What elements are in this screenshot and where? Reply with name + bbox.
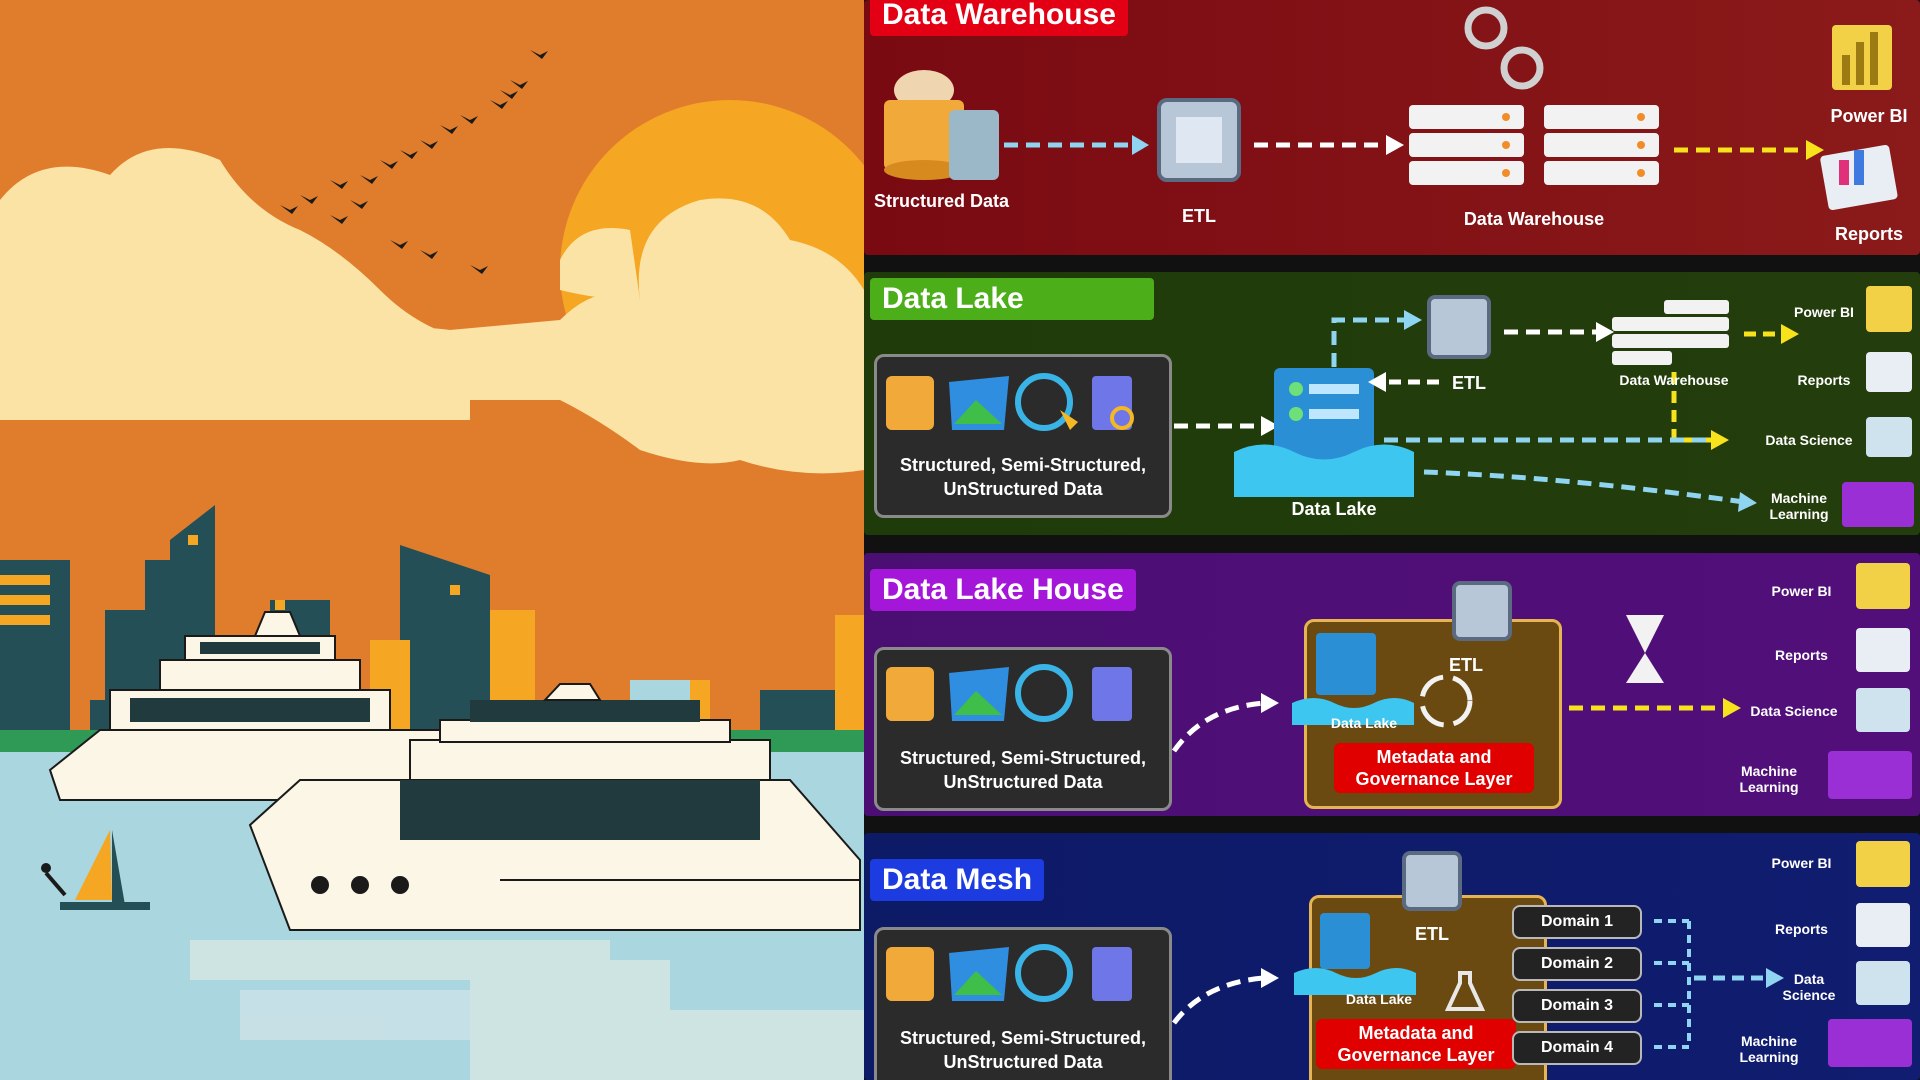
- data-architecture-infographic: Data Warehouse: [864, 0, 1920, 1080]
- machine-learning-icon: [1828, 1019, 1912, 1067]
- reports-label: Reports: [1834, 224, 1903, 244]
- document-icon: [1092, 376, 1134, 430]
- server-icon: [1612, 300, 1729, 365]
- panel-title: Data Warehouse: [870, 0, 1128, 36]
- image-icon: [949, 376, 1009, 430]
- etl-label: ETL: [1449, 655, 1483, 675]
- refresh-icon: [1419, 674, 1473, 728]
- report-icon: [1856, 903, 1910, 947]
- power-bi-label: Power BI: [1830, 106, 1908, 126]
- flask-icon: [1444, 971, 1486, 1011]
- chip-icon: [1427, 295, 1491, 359]
- etl-label: ETL: [1182, 206, 1216, 226]
- panel-title: Data Lake House: [870, 569, 1136, 611]
- data-lake-label: Data Lake: [1330, 715, 1398, 731]
- data-science-label: Data Science: [1782, 971, 1836, 1003]
- audio-icon: [1015, 944, 1073, 1002]
- gear-icon: [1464, 6, 1544, 90]
- metadata-governance-label: Metadata and Governance Layer: [1334, 743, 1534, 793]
- document-icon: [1092, 947, 1132, 1001]
- domain-connectors: [1654, 919, 1691, 1049]
- mesh-graphics: [886, 841, 1912, 1067]
- source-data-label: Structured, Semi-Structured, UnStructure…: [899, 748, 1147, 792]
- report-icon: [1866, 352, 1912, 392]
- chart-icon: [1866, 417, 1912, 457]
- data-science-label: Data Science: [1750, 703, 1838, 719]
- image-icon: [949, 947, 1009, 1001]
- chart-icon: [1866, 286, 1912, 332]
- panel-title: Data Mesh: [870, 859, 1045, 901]
- database-icon: [886, 376, 934, 430]
- domain-1: Domain 1: [1512, 905, 1642, 939]
- server-icon: [1409, 105, 1659, 185]
- harbor-illustration: [0, 0, 864, 1080]
- panel-data-lake: Data Lake Structured, Semi-Structured, U…: [864, 272, 1920, 535]
- etl-label: ETL: [1415, 924, 1449, 944]
- warehouse-graphics: [884, 6, 1898, 211]
- machine-learning-icon: [1828, 751, 1912, 799]
- image-icon: [949, 667, 1009, 721]
- power-bi-label: Power BI: [1771, 855, 1832, 871]
- ship-reflection: [190, 940, 864, 1080]
- source-data-label: Structured, Semi-Structured, UnStructure…: [899, 455, 1147, 499]
- machine-learning-label: Machine Learning: [1739, 1033, 1799, 1065]
- lakehouse-graphics: [886, 563, 1912, 799]
- chart-icon: [1832, 25, 1892, 90]
- chart-icon: [1856, 961, 1910, 1005]
- harbor-scene: [0, 0, 864, 1080]
- data-lake-icon: [1294, 913, 1416, 995]
- front-ship: [248, 683, 861, 931]
- domain-4: Domain 4: [1512, 1031, 1642, 1065]
- chip-icon: [1452, 581, 1512, 641]
- source-data-label: Structured, Semi-Structured, UnStructure…: [899, 1028, 1147, 1072]
- chip-icon: [1157, 98, 1241, 182]
- clouds: [0, 148, 864, 474]
- chart-icon: [1856, 841, 1910, 887]
- data-science-label: Data Science: [1765, 432, 1853, 448]
- audio-icon: [1015, 664, 1073, 722]
- audio-icon: [1015, 373, 1078, 431]
- database-icon: [886, 947, 934, 1001]
- reports-label: Reports: [1775, 647, 1828, 663]
- data-lake-icon: [1234, 368, 1414, 497]
- panel-data-mesh: Data Mesh Structured, Semi-Structured, U…: [864, 833, 1920, 1080]
- data-lake-icon: [1292, 633, 1414, 725]
- data-warehouse-label: Data Warehouse: [1619, 372, 1729, 388]
- domain-2: Domain 2: [1512, 947, 1642, 981]
- chip-icon: [1402, 851, 1462, 911]
- reports-label: Reports: [1797, 372, 1851, 388]
- panel-title: Data Lake: [870, 278, 1154, 320]
- structured-data-label: Structured Data: [874, 191, 1010, 211]
- report-icon: [1820, 144, 1898, 211]
- reports-label: Reports: [1775, 921, 1828, 937]
- document-icon: [1092, 667, 1132, 721]
- metadata-governance-label: Metadata and Governance Layer: [1316, 1019, 1516, 1069]
- machine-learning-label: Machine Learning: [1769, 490, 1829, 522]
- panel-data-warehouse: Data Warehouse: [864, 0, 1920, 255]
- chart-icon: [1856, 688, 1910, 732]
- panel-data-lake-house: Data Lake House Structured, Semi-Structu…: [864, 553, 1920, 816]
- power-bi-label: Power BI: [1771, 583, 1832, 599]
- birds: [280, 50, 548, 274]
- database-icon: [886, 667, 934, 721]
- data-lake-label: Data Lake: [1345, 991, 1413, 1007]
- machine-learning-icon: [1842, 482, 1914, 527]
- machine-learning-label: Machine Learning: [1739, 763, 1799, 795]
- chart-icon: [1856, 563, 1910, 609]
- cloud-database-icon: [884, 70, 999, 180]
- sailboat: [41, 830, 150, 910]
- etl-label: ETL: [1452, 373, 1486, 393]
- lake-graphics: [886, 286, 1914, 527]
- domain-3: Domain 3: [1512, 989, 1642, 1023]
- power-bi-label: Power BI: [1794, 304, 1854, 320]
- data-lake-label: Data Lake: [1291, 499, 1377, 519]
- data-warehouse-label: Data Warehouse: [1463, 209, 1605, 229]
- hourglass-icon: [1626, 615, 1664, 683]
- report-icon: [1856, 628, 1910, 672]
